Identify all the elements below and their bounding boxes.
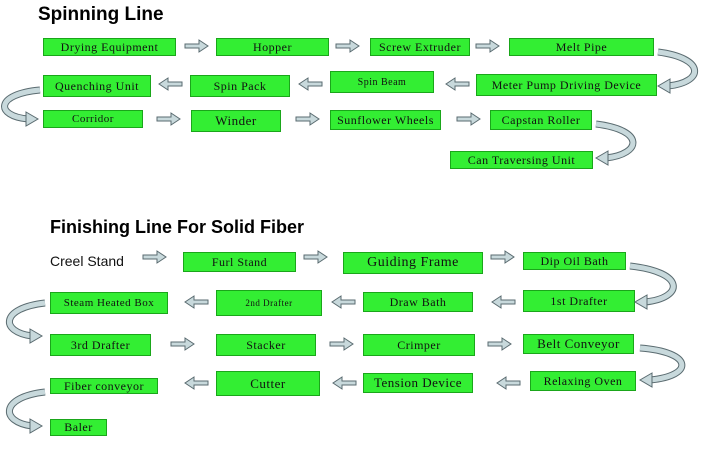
arrow-left-icon xyxy=(298,77,323,91)
box-sunflower-wheels: Sunflower Wheels xyxy=(330,110,441,130)
curved-arrow-icon xyxy=(6,299,46,344)
arrow-right-icon xyxy=(184,39,209,53)
box-screw-extruder: Screw Extruder xyxy=(370,38,470,56)
box-baler: Baler xyxy=(50,419,107,436)
box-3rd-drafter: 3rd Drafter xyxy=(50,334,151,356)
curved-arrow-icon xyxy=(595,120,637,166)
curved-arrow-icon xyxy=(629,262,677,310)
box-creel-stand: Creel Stand xyxy=(50,252,132,270)
box-capstan-roller: Capstan Roller xyxy=(490,110,592,130)
curved-arrow-icon xyxy=(1,86,41,127)
box-dip-oil-bath: Dip Oil Bath xyxy=(523,252,626,270)
curved-arrow-icon xyxy=(6,388,46,434)
arrow-left-icon xyxy=(496,376,521,390)
box-2nd-drafter: 2nd Drafter xyxy=(216,290,322,316)
box-meter-pump-driving-device: Meter Pump Driving Device xyxy=(476,74,657,96)
curved-arrow-icon xyxy=(657,48,699,94)
arrow-left-icon xyxy=(184,295,209,309)
box-winder: Winder xyxy=(191,110,281,132)
box-cutter: Cutter xyxy=(216,371,320,396)
arrow-right-icon xyxy=(303,250,328,264)
arrow-right-icon xyxy=(475,39,500,53)
box-steam-heated-box: Steam Heated Box xyxy=(50,292,168,314)
arrow-right-icon xyxy=(295,112,320,126)
box-tension-device: Tension Device xyxy=(363,373,473,393)
arrow-right-icon xyxy=(335,39,360,53)
curved-arrow-icon xyxy=(639,344,686,388)
arrow-right-icon xyxy=(142,250,167,264)
box-quenching-unit: Quenching Unit xyxy=(43,75,151,97)
box-furl-stand: Furl Stand xyxy=(183,252,296,272)
box-corridor: Corridor xyxy=(43,110,143,128)
box-drying-equipment: Drying Equipment xyxy=(43,38,176,56)
arrow-left-icon xyxy=(332,376,357,390)
arrow-right-icon xyxy=(156,112,181,126)
box-fiber-conveyor: Fiber conveyor xyxy=(50,378,158,394)
box-draw-bath: Draw Bath xyxy=(363,292,473,312)
arrow-left-icon xyxy=(158,77,183,91)
arrow-right-icon xyxy=(487,337,512,351)
box-relaxing-oven: Relaxing Oven xyxy=(530,371,636,391)
arrow-right-icon xyxy=(170,337,195,351)
finishing-line-title: Finishing Line For Solid Fiber xyxy=(50,217,304,237)
arrow-right-icon xyxy=(456,112,481,126)
arrow-right-icon xyxy=(490,250,515,264)
box-melt-pipe: Melt Pipe xyxy=(509,38,654,56)
arrow-left-icon xyxy=(491,295,516,309)
arrow-left-icon xyxy=(445,77,470,91)
box-stacker: Stacker xyxy=(216,334,316,356)
arrow-right-icon xyxy=(329,337,354,351)
arrow-left-icon xyxy=(331,295,356,309)
box-guiding-frame: Guiding Frame xyxy=(343,252,483,274)
box-hopper: Hopper xyxy=(216,38,329,56)
box-crimper: Crimper xyxy=(363,334,475,356)
spinning-line-title: Spinning Line xyxy=(38,4,164,25)
box-belt-conveyor: Belt Conveyor xyxy=(523,334,634,354)
box-spin-beam: Spin Beam xyxy=(330,71,434,93)
arrow-left-icon xyxy=(184,376,209,390)
box-can-traversing-unit: Can Traversing Unit xyxy=(450,151,593,169)
box-1st-drafter: 1st Drafter xyxy=(523,290,635,312)
box-spin-pack: Spin Pack xyxy=(190,75,290,97)
